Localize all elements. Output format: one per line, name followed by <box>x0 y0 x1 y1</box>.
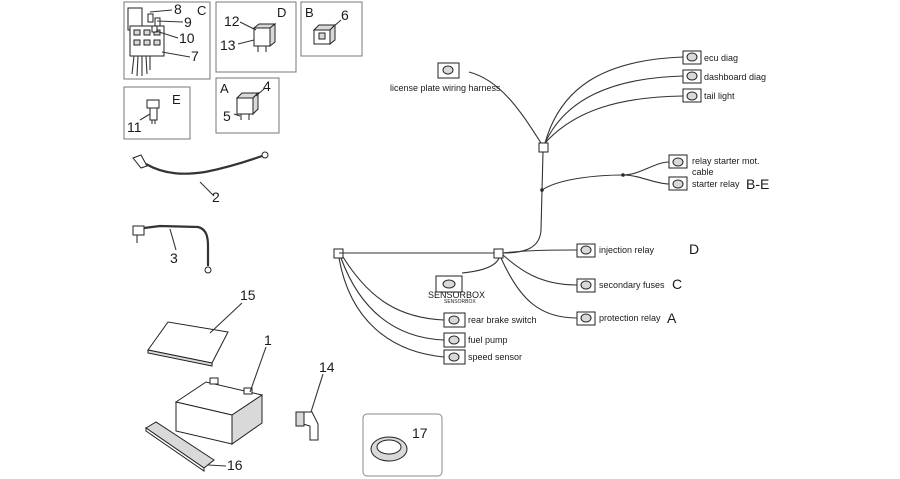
part-number-11: 11 <box>127 119 142 135</box>
part-number-15: 15 <box>240 287 256 303</box>
part-number-13: 13 <box>220 37 236 53</box>
ref-secondary-fuses: C <box>672 276 682 292</box>
group-label-e: E <box>172 92 181 107</box>
connector-ecu-diag: ecu diag <box>682 50 738 65</box>
label-starter-relay: starter relay <box>692 179 740 189</box>
connector-tail-light: tail light <box>682 88 735 103</box>
group-b-relay: B 6 <box>300 1 363 57</box>
connector-dashboard-diag: dashboard diag <box>682 69 766 84</box>
label-sensorbox-small: SENSORBOX <box>444 299 476 305</box>
label-relay-starter-line1: relay starter mot. <box>692 156 760 166</box>
group-label-b: B <box>305 5 314 20</box>
connector-starter-relay: starter relay B-E <box>668 176 769 192</box>
label-sensorbox: SENSORBOX <box>428 290 485 300</box>
part-number-17: 17 <box>412 425 428 441</box>
junction-middle <box>493 248 504 259</box>
relay-d-drawing <box>252 22 277 52</box>
connector-plug-14: 14 <box>295 359 335 441</box>
part-number-10: 10 <box>179 30 195 46</box>
part-number-8: 8 <box>174 1 182 17</box>
part-number-16: 16 <box>227 457 243 473</box>
group-c-fusebox: C 8 9 10 7 <box>123 1 211 80</box>
label-ecu-diag: ecu diag <box>704 53 738 63</box>
relay-b-drawing <box>312 23 337 46</box>
part-number-12: 12 <box>224 13 240 29</box>
battery-pad-15: 15 <box>147 287 256 367</box>
ref-protection-relay: A <box>667 310 677 326</box>
connector-injection-relay: injection relay D <box>576 241 699 258</box>
part-number-6: 6 <box>341 7 349 23</box>
label-speed-sensor: speed sensor <box>468 352 522 362</box>
battery-1: 1 <box>174 332 272 445</box>
ref-injection-relay: D <box>689 241 699 257</box>
ground-cable-3: 3 <box>132 224 212 274</box>
group-label-a: A <box>220 81 229 96</box>
grommet-17: 17 <box>362 413 443 477</box>
part-number-5: 5 <box>223 108 231 124</box>
label-injection-relay: injection relay <box>599 245 655 255</box>
part-number-9: 9 <box>184 14 192 30</box>
label-relay-starter-line2: cable <box>692 167 714 177</box>
group-d-relay: D 12 13 <box>215 1 297 73</box>
junction-top <box>538 142 549 153</box>
wiring-harness: license plate wiring harness ecu diag da… <box>333 50 769 365</box>
label-fuel-pump: fuel pump <box>468 335 508 345</box>
group-e-fuse: E 11 <box>123 86 191 140</box>
label-dashboard-diag: dashboard diag <box>704 72 766 82</box>
connector-license-plate: license plate wiring harness <box>390 62 501 93</box>
connector-secondary-fuses: secondary fuses C <box>576 276 682 293</box>
battery-base-16: 16 <box>145 421 243 473</box>
relay-a-drawing <box>235 91 260 120</box>
connector-speed-sensor: speed sensor <box>443 349 522 365</box>
ref-starter-relay: B-E <box>746 176 769 192</box>
connector-protection-relay: protection relay A <box>576 310 677 326</box>
label-tail-light: tail light <box>704 91 735 101</box>
part-number-4: 4 <box>263 78 271 94</box>
label-rear-brake-switch: rear brake switch <box>468 315 537 325</box>
part-number-3: 3 <box>170 250 178 266</box>
label-secondary-fuses: secondary fuses <box>599 280 665 290</box>
group-label-c: C <box>197 3 206 18</box>
connector-rear-brake-switch: rear brake switch <box>443 312 537 328</box>
blade-fuse-drawing <box>146 99 160 124</box>
connector-fuel-pump: fuel pump <box>443 332 508 348</box>
group-a-relay: A 4 5 <box>215 77 280 134</box>
part-number-2: 2 <box>212 189 220 205</box>
connector-relay-starter-cable: relay starter mot. cable <box>668 154 760 177</box>
part-number-14: 14 <box>319 359 335 375</box>
part-number-1: 1 <box>264 332 272 348</box>
battery-cable-2: 2 <box>132 151 269 205</box>
label-protection-relay: protection relay <box>599 313 661 323</box>
fusebox-drawing <box>127 7 165 77</box>
connector-sensorbox: SENSORBOX SENSORBOX <box>428 275 485 305</box>
label-license-plate: license plate wiring harness <box>390 83 501 93</box>
group-label-d: D <box>277 5 286 20</box>
part-number-7: 7 <box>191 48 199 64</box>
